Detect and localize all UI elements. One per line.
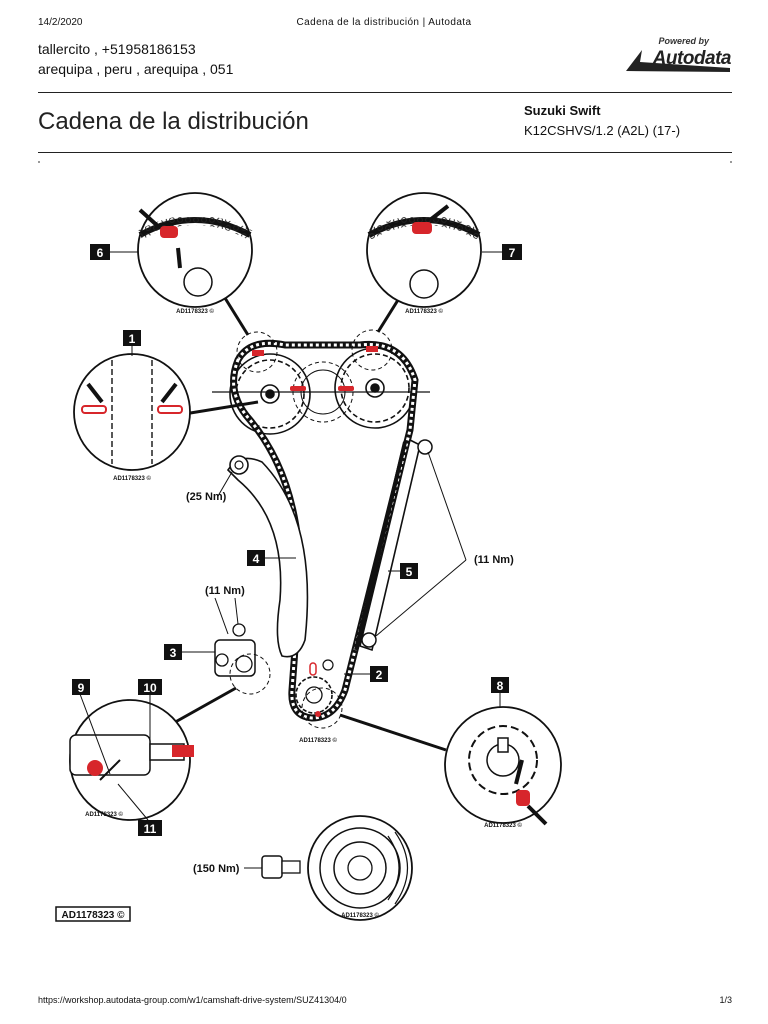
detail-1 [73, 353, 191, 471]
intake-cam-sprocket [229, 353, 311, 435]
chain-tensioner [214, 623, 256, 677]
callout-label [72, 244, 522, 836]
torque-tensioner: (11 Nm) [205, 585, 245, 597]
vehicle-engine-code: K12CSHVS/1.2 (A2L) (17-) [524, 123, 681, 138]
crank-bolt [261, 855, 301, 879]
detail-8 [444, 706, 562, 826]
detail-7 [366, 192, 482, 308]
ref-code-detail-10: AD1178323 © [85, 811, 123, 818]
crank-sprocket [295, 659, 334, 717]
callout-1: 1 [129, 332, 136, 346]
logo-brand-name: Autodata [652, 48, 732, 69]
callout-5: 5 [406, 565, 413, 579]
header-divider [38, 92, 732, 93]
torque-guide: (11 Nm) [474, 554, 514, 566]
logo-swoosh-icon [626, 50, 730, 72]
torque-crank-pulley: (150 Nm) [193, 863, 240, 875]
print-header-title: Cadena de la distribución | Autodata [296, 17, 472, 28]
ref-code-detail-6: AD1178323 © [176, 308, 214, 315]
crank-pulley [307, 815, 413, 921]
print-date: 14/2/2020 [38, 17, 83, 28]
tensioner-arm [226, 455, 309, 658]
callout-6: 6 [97, 246, 104, 260]
callout-3: 3 [170, 646, 177, 660]
detail-9-10-11 [69, 699, 194, 821]
page-number: 1/3 [719, 995, 732, 1005]
margin-mark [730, 161, 732, 163]
callout-8: 8 [497, 679, 504, 693]
ref-code-detail-7: AD1178323 © [405, 308, 443, 315]
margin-mark [38, 161, 40, 163]
user-name-phone: tallercito , +51958186153 [38, 41, 196, 57]
callout-9: 9 [78, 681, 85, 695]
vehicle-model: Suzuki Swift [524, 103, 601, 118]
callout-2: 2 [376, 668, 383, 682]
torque-tensioner-arm: (25 Nm) [186, 491, 227, 503]
callout-7: 7 [509, 246, 516, 260]
logo-powered-by: Powered by [658, 36, 709, 46]
ref-code-detail-1: AD1178323 © [113, 475, 151, 482]
detail-6 [137, 192, 253, 308]
chain-guide [354, 438, 433, 652]
callout-10: 10 [143, 681, 157, 695]
ref-code-pulley: AD1178323 © [341, 912, 379, 919]
autodata-logo: Powered by Autodata [620, 36, 735, 76]
main-reference-code: AD1178323 © [62, 910, 126, 921]
page-title: Cadena de la distribución [38, 108, 309, 135]
ref-code-crank: AD1178323 © [299, 737, 337, 744]
callout-11: 11 [144, 822, 157, 836]
ref-code-detail-8: AD1178323 © [484, 822, 522, 829]
callout-4: 4 [253, 552, 260, 566]
title-divider [38, 152, 732, 153]
user-location: arequipa , peru , arequipa , 051 [38, 61, 234, 77]
footer-url: https://workshop.autodata-group.com/w1/c… [38, 995, 347, 1005]
timing-chain-diagram: 6 7 1 4 5 3 2 9 10 11 8 (25 Nm) (11 Nm) … [38, 160, 738, 930]
